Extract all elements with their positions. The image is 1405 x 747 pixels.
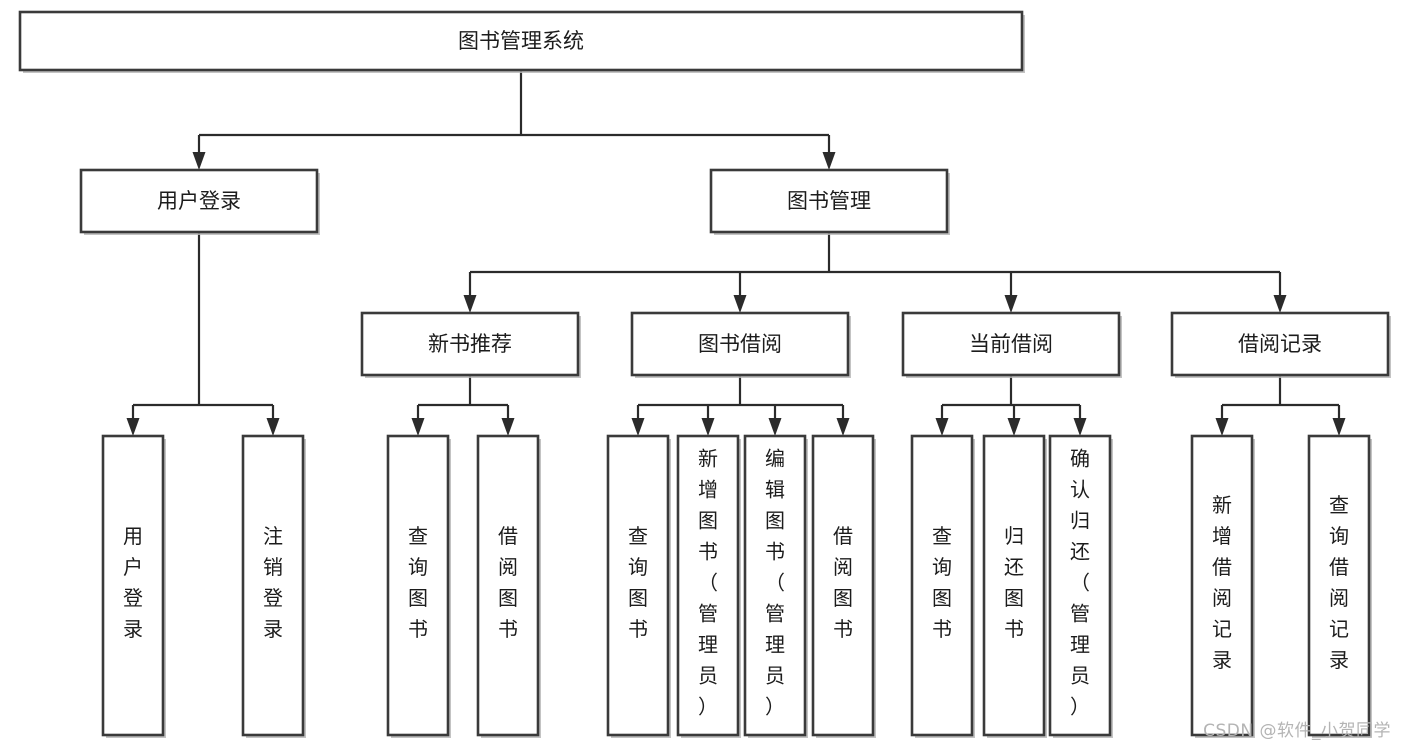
node-box[interactable] (1307, 434, 1371, 737)
arrow-head-icon (935, 418, 949, 436)
node-box[interactable] (901, 311, 1121, 377)
node-leaf-edit-book[interactable]: 编辑图书（管理员） (743, 434, 808, 738)
arrow-head-icon (266, 418, 280, 436)
node-box[interactable] (743, 434, 807, 737)
node-borrow-record[interactable]: 借阅记录 (1170, 311, 1391, 378)
node-label: 新增图书（管理员） (698, 447, 718, 719)
node-label: 图书管理系统 (458, 29, 584, 53)
node-label: 查询图书 (932, 524, 952, 641)
arrow-head-icon (733, 295, 747, 313)
node-label: 图书管理 (787, 189, 871, 213)
node-leaf-logout[interactable]: 注销登录 (241, 434, 306, 738)
node-label: 查询借阅记录 (1329, 493, 1349, 672)
node-root[interactable]: 图书管理系统 (18, 10, 1025, 73)
arrow-head-icon (1073, 418, 1087, 436)
node-label: 注销登录 (263, 524, 283, 641)
node-box[interactable] (910, 434, 974, 737)
node-box[interactable] (811, 434, 875, 737)
arrow-head-icon (836, 418, 850, 436)
node-leaf-return-book[interactable]: 归还图书 (982, 434, 1047, 738)
node-book-manage[interactable]: 图书管理 (709, 168, 950, 235)
node-label: 确认归还（管理员） (1070, 447, 1090, 719)
node-label: 新书推荐 (428, 332, 512, 356)
arrow-head-icon (411, 418, 425, 436)
node-label: 归还图书 (1004, 524, 1024, 641)
node-box[interactable] (360, 311, 580, 377)
node-new-book-rec[interactable]: 新书推荐 (360, 311, 581, 378)
node-label: 用户登录 (157, 189, 241, 213)
node-box[interactable] (630, 311, 850, 377)
node-leaf-query-book-2[interactable]: 查询图书 (606, 434, 671, 738)
arrow-head-icon (1273, 295, 1287, 313)
node-leaf-borrow-book-1[interactable]: 借阅图书 (476, 434, 541, 738)
node-box[interactable] (1048, 434, 1112, 737)
arrow-head-icon (192, 152, 206, 170)
node-box[interactable] (676, 434, 740, 737)
node-box[interactable] (982, 434, 1046, 737)
node-label: 用户登录 (123, 524, 143, 641)
node-current-borrow[interactable]: 当前借阅 (901, 311, 1122, 378)
connector-layer (126, 70, 1346, 436)
node-label: 借阅图书 (498, 524, 518, 641)
node-label: 查询图书 (408, 524, 428, 641)
arrow-head-icon (1004, 295, 1018, 313)
node-label: 查询图书 (628, 524, 648, 641)
node-leaf-user-login[interactable]: 用户登录 (101, 434, 166, 738)
arrow-head-icon (1215, 418, 1229, 436)
node-leaf-add-book[interactable]: 新增图书（管理员） (676, 434, 741, 738)
node-label: 新增借阅记录 (1212, 493, 1232, 672)
node-box[interactable] (476, 434, 540, 737)
node-leaf-query-book-3[interactable]: 查询图书 (910, 434, 975, 738)
node-leaf-borrow-book-2[interactable]: 借阅图书 (811, 434, 876, 738)
arrow-head-icon (1007, 418, 1021, 436)
node-box[interactable] (241, 434, 305, 737)
node-box[interactable] (709, 168, 949, 234)
node-book-borrow[interactable]: 图书借阅 (630, 311, 851, 378)
node-box[interactable] (386, 434, 450, 737)
arrow-head-icon (822, 152, 836, 170)
arrow-head-icon (631, 418, 645, 436)
arrow-head-icon (768, 418, 782, 436)
node-box[interactable] (1170, 311, 1390, 377)
node-leaf-query-record[interactable]: 查询借阅记录 (1307, 434, 1372, 738)
node-leaf-query-book-1[interactable]: 查询图书 (386, 434, 451, 738)
node-label: 借阅图书 (833, 524, 853, 641)
node-box[interactable] (101, 434, 165, 737)
node-box[interactable] (79, 168, 319, 234)
node-layer: 图书管理系统用户登录图书管理新书推荐图书借阅当前借阅借阅记录用户登录注销登录查询… (18, 10, 1391, 738)
arrow-head-icon (463, 295, 477, 313)
node-label: 当前借阅 (969, 332, 1053, 356)
watermark-text: CSDN @软件_小贺同学 (1203, 721, 1391, 741)
node-box[interactable] (1190, 434, 1254, 737)
node-box[interactable] (606, 434, 670, 737)
node-leaf-confirm-return[interactable]: 确认归还（管理员） (1048, 434, 1113, 738)
node-user-login[interactable]: 用户登录 (79, 168, 320, 235)
node-box[interactable] (18, 10, 1024, 72)
node-leaf-add-record[interactable]: 新增借阅记录 (1190, 434, 1255, 738)
node-label: 借阅记录 (1238, 332, 1322, 356)
node-label: 编辑图书（管理员） (765, 447, 785, 719)
arrow-head-icon (501, 418, 515, 436)
node-label: 图书借阅 (698, 332, 782, 356)
arrow-head-icon (1332, 418, 1346, 436)
arrow-head-icon (701, 418, 715, 436)
arrow-head-icon (126, 418, 140, 436)
